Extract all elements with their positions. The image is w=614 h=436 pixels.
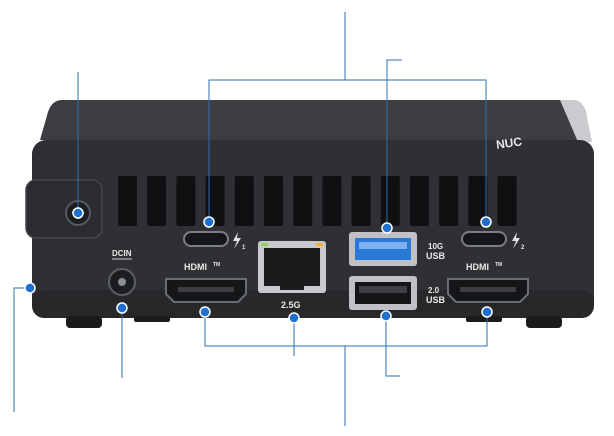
usb-2-word: USB bbox=[426, 295, 446, 305]
vent-slot bbox=[439, 176, 459, 226]
thunderbolt-2-port-icon bbox=[461, 231, 507, 247]
callout-thunderbolt-line bbox=[208, 79, 487, 222]
usb-10g-speed: 10G bbox=[428, 242, 443, 251]
dot-lan bbox=[288, 312, 300, 324]
vent-grille bbox=[118, 176, 517, 226]
dot-side bbox=[24, 282, 36, 294]
vent-slot bbox=[322, 176, 342, 226]
dot-hdmi-right bbox=[481, 306, 493, 318]
callout-usb10g-line bbox=[386, 59, 402, 228]
vent-slot bbox=[380, 176, 400, 226]
vent-slot bbox=[410, 176, 429, 226]
hdmi-right-pins bbox=[460, 287, 516, 292]
vent-slot bbox=[497, 176, 517, 226]
usb-2-speed: 2.0 bbox=[428, 286, 440, 295]
foot-right bbox=[526, 316, 562, 328]
hdmi-left-label: HDMI bbox=[184, 262, 207, 272]
thunderbolt-1-bolt-icon bbox=[233, 232, 241, 249]
dot-lock bbox=[72, 207, 84, 219]
lock-bracket bbox=[25, 179, 103, 239]
device-top-edge bbox=[560, 100, 592, 142]
callout-dots bbox=[24, 207, 493, 324]
lan-port-icon bbox=[264, 248, 320, 290]
lan-led-left bbox=[261, 243, 268, 246]
foot-left bbox=[66, 316, 102, 328]
lan-led-right bbox=[316, 243, 323, 246]
thunderbolt-2-number: 2 bbox=[521, 245, 525, 251]
dcin-label: DCIN bbox=[112, 249, 132, 258]
vent-slot bbox=[234, 176, 254, 226]
foot-mid-left bbox=[134, 316, 170, 322]
dot-usb2 bbox=[380, 310, 392, 322]
hdmi-left-pins bbox=[178, 287, 234, 292]
thunderbolt-2-bolt-icon bbox=[512, 232, 520, 249]
usb-10g-tongue bbox=[359, 242, 407, 249]
dot-thunderbolt-2 bbox=[480, 216, 492, 228]
vent-slot bbox=[351, 176, 371, 226]
thunderbolt-1-port-icon bbox=[183, 231, 229, 247]
device-top-surface bbox=[40, 100, 590, 140]
vent-slot bbox=[118, 176, 137, 226]
foot-mid-right bbox=[466, 316, 502, 322]
thunderbolt-1-number: 1 bbox=[242, 245, 246, 251]
dc-in-pin-icon bbox=[118, 278, 126, 286]
lan-label: 2.5G bbox=[281, 300, 301, 310]
vent-slot bbox=[147, 176, 167, 226]
dot-hdmi-left bbox=[199, 306, 211, 318]
dot-dcin bbox=[116, 302, 128, 314]
hdmi-right-label: HDMI bbox=[466, 262, 489, 272]
callout-side-line bbox=[13, 287, 30, 412]
hdmi-left-tm: TM bbox=[213, 262, 220, 268]
device-logo: NUC bbox=[495, 134, 523, 152]
callout-usb2-line bbox=[385, 316, 400, 377]
usb-2-tongue bbox=[359, 286, 407, 293]
vent-slot bbox=[205, 176, 225, 226]
vent-slot bbox=[468, 176, 488, 226]
vent-slot bbox=[264, 176, 283, 226]
usb-10g-word: USB bbox=[426, 251, 446, 261]
callout-lines bbox=[13, 12, 488, 426]
dot-thunderbolt-1 bbox=[203, 216, 215, 228]
callout-hdmi-line bbox=[204, 312, 488, 347]
hdmi-right-tm: TM bbox=[495, 262, 502, 268]
vent-slot bbox=[176, 176, 196, 226]
dot-usb10g bbox=[381, 222, 393, 234]
vent-slot bbox=[293, 176, 313, 226]
